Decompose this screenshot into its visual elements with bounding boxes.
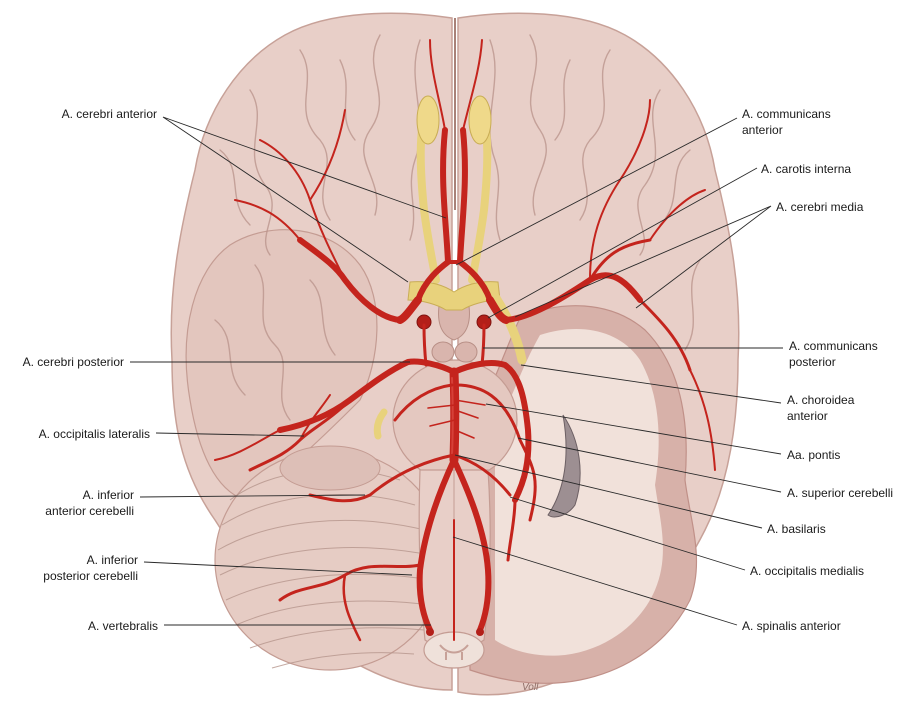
artery-vertebral-right bbox=[451, 457, 492, 633]
label-cerebri-media: A. cerebri media bbox=[776, 200, 864, 214]
leader-communicans-anterior bbox=[455, 117, 738, 266]
label-inferior-posterior-cerebelli-2: posterior cerebelli bbox=[43, 569, 138, 583]
label-vertebralis: A. vertebralis bbox=[88, 619, 158, 633]
leader-pontis bbox=[485, 403, 782, 455]
cortical-arteries bbox=[214, 39, 716, 471]
leader-basilaris bbox=[454, 454, 763, 529]
vertebral-cut-left bbox=[426, 628, 434, 636]
olfactory-bulb-left bbox=[416, 95, 440, 145]
artery-superior-cerebellar-right bbox=[454, 383, 537, 522]
pontine-arteries bbox=[427, 399, 486, 439]
artery-pica-branch bbox=[342, 573, 362, 642]
artery-anterior-cerebral-left bbox=[415, 127, 451, 303]
leader-cerebri-media bbox=[514, 205, 772, 318]
label-communicans-anterior-2: anterior bbox=[742, 123, 783, 137]
left-gyri bbox=[214, 34, 421, 421]
artery-posterior-cerebral-right bbox=[451, 360, 532, 503]
leader-occipitalis-medialis bbox=[509, 496, 746, 571]
label-inferior-posterior-cerebelli-1: A. inferior bbox=[87, 553, 138, 567]
artery-mca-branch-2 bbox=[638, 298, 692, 372]
artery-basilar bbox=[449, 367, 460, 465]
label-choroidea-anterior-1: A. choroidea bbox=[787, 393, 855, 407]
leader-cerebri-anterior bbox=[162, 116, 447, 283]
label-spinalis-anterior: A. spinalis anterior bbox=[742, 619, 841, 633]
artery-posterior-cerebral-left bbox=[277, 358, 457, 433]
vertebral-cut-right bbox=[476, 628, 484, 636]
olfactory-bulb-right bbox=[468, 95, 492, 145]
leader-occipitalis-lateralis bbox=[155, 432, 305, 437]
artery-mca-branch-1 bbox=[588, 238, 652, 282]
artist-signature: Voll bbox=[522, 682, 539, 693]
label-choroidea-anterior-2: anterior bbox=[787, 409, 828, 423]
leader-inferior-posterior-cerebelli bbox=[143, 561, 413, 576]
leader-spinalis-anterior bbox=[452, 536, 738, 626]
mammillary-body-right bbox=[454, 341, 478, 363]
leader-inferior-anterior-cerebelli bbox=[139, 494, 366, 498]
flocculus bbox=[279, 445, 381, 491]
mammillary-body-left bbox=[431, 341, 455, 363]
label-communicans-anterior-1: A. communicans bbox=[742, 107, 831, 121]
leader-superior-cerebelli bbox=[517, 437, 782, 493]
trigeminal-nerve bbox=[373, 408, 388, 440]
label-occipitalis-lateralis: A. occipitalis lateralis bbox=[39, 427, 150, 441]
label-basilaris: A. basilaris bbox=[767, 522, 826, 536]
arteries bbox=[214, 39, 716, 642]
artery-basilar-highlight bbox=[451, 377, 454, 456]
label-carotis-interna: A. carotis interna bbox=[761, 162, 851, 176]
label-inferior-anterior-cerebelli-2: anterior cerebelli bbox=[45, 504, 134, 518]
labels: A. cerebri anterior A. communicans anter… bbox=[23, 107, 893, 693]
lateral-ventricle-cut bbox=[547, 414, 581, 518]
artery-anterior-cerebral-right bbox=[457, 127, 493, 303]
label-cerebri-posterior: A. cerebri posterior bbox=[23, 355, 124, 369]
leader-carotis-interna bbox=[487, 167, 758, 319]
artery-superior-cerebellar-left bbox=[393, 383, 454, 422]
label-inferior-anterior-cerebelli-1: A. inferior bbox=[83, 488, 134, 502]
leader-lines bbox=[130, 116, 783, 626]
white-matter-cut bbox=[495, 328, 663, 656]
label-cerebri-anterior: A. cerebri anterior bbox=[62, 107, 157, 121]
spinal-gray-matter bbox=[439, 644, 469, 660]
optic-tract-right bbox=[491, 293, 527, 365]
leader-choroidea-anterior bbox=[520, 364, 782, 404]
label-pontis: Aa. pontis bbox=[787, 448, 840, 462]
label-superior-cerebelli: A. superior cerebelli bbox=[787, 486, 893, 500]
artery-aica-right bbox=[452, 453, 512, 497]
artery-aica-left bbox=[308, 453, 456, 503]
cerebellum-folia bbox=[217, 469, 433, 669]
label-communicans-posterior-2: posterior bbox=[789, 355, 836, 369]
label-communicans-posterior-1: A. communicans bbox=[789, 339, 878, 353]
artery-occipital-medial bbox=[506, 498, 517, 562]
label-occipitalis-medialis: A. occipitalis medialis bbox=[750, 564, 864, 578]
